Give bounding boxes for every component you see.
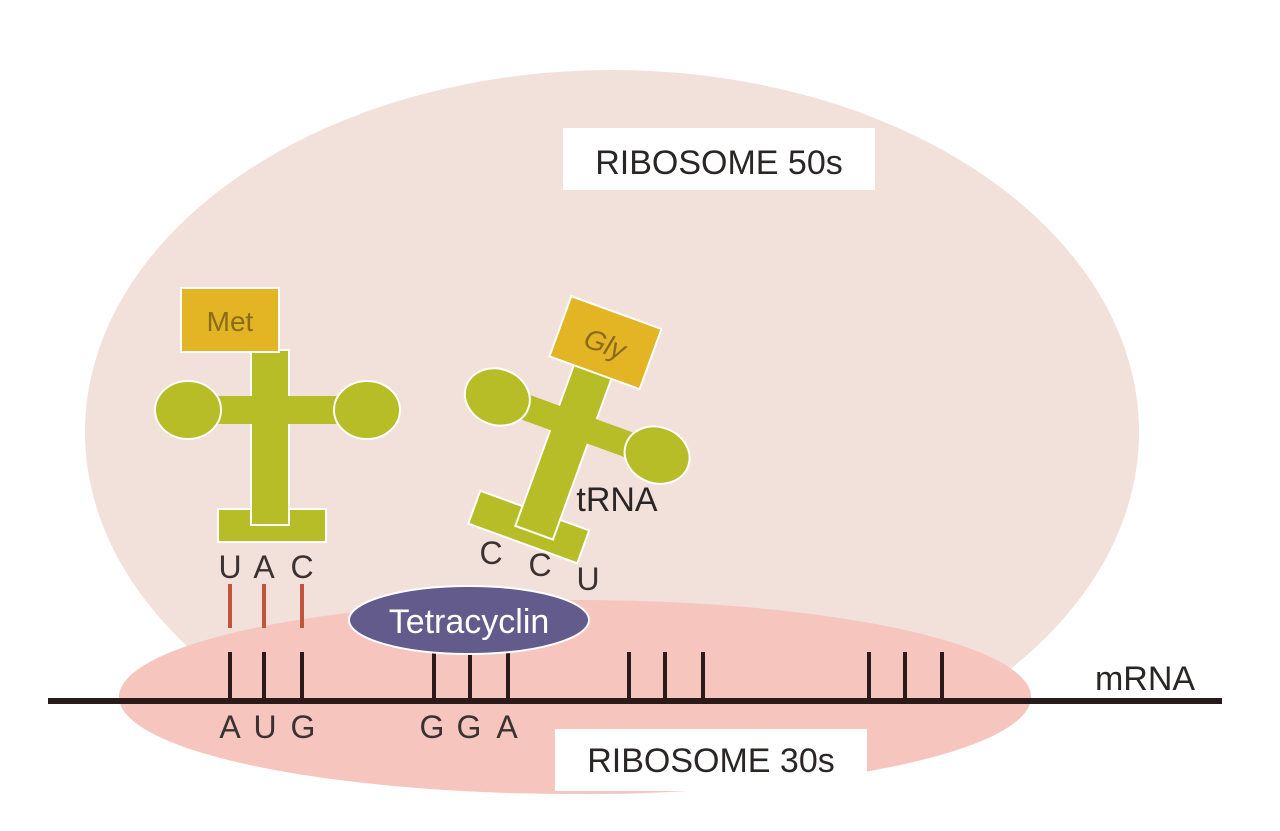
gly-anticodon-base: C [479,535,502,571]
mrna-base: G [457,709,482,745]
met-label: Met [207,306,254,337]
trna-label: tRNA [576,481,658,519]
trna-met-stem [250,349,290,526]
mrna-base: A [219,709,241,745]
base-pair-bonds [228,584,304,628]
ribosome-30s-label: RIBOSOME 30s [587,742,835,780]
trna-met-anticodon-arm [217,508,327,543]
mrna-label: mRNA [1095,660,1195,698]
trna-gly-right-loop [623,425,691,485]
ribosome-50s-label-box: RIBOSOME 50s [563,128,875,190]
trna-met-right-loop [333,380,401,440]
tetracyclin-label: Tetracyclin [389,603,550,641]
gly-anticodon-base: U [576,561,599,597]
met-anticodon-base: U [218,549,241,585]
gly-amino-box [548,294,663,391]
mrna-base: G [420,709,445,745]
mrna-base: U [253,709,276,745]
gly-anticodon-base: C [528,547,551,583]
tetracyclin: Tetracyclin [348,585,590,655]
tetracyclin-shape [348,585,590,655]
ribosome-50s-label: RIBOSOME 50s [595,144,843,182]
trna-met-left-loop [154,380,222,440]
met-amino-box [180,287,280,353]
mrna-base: G [291,709,316,745]
met-anticodon-base: A [253,549,275,585]
trna-met: Met [154,287,401,543]
trna-gly: Gly [463,294,691,565]
met-anticodon-base: C [290,549,313,585]
trna-gly-left-loop [463,367,531,427]
codon-ticks [228,652,944,701]
mrna-base: A [496,709,518,745]
ribosome-30s-label-box: RIBOSOME 30s [555,729,867,791]
